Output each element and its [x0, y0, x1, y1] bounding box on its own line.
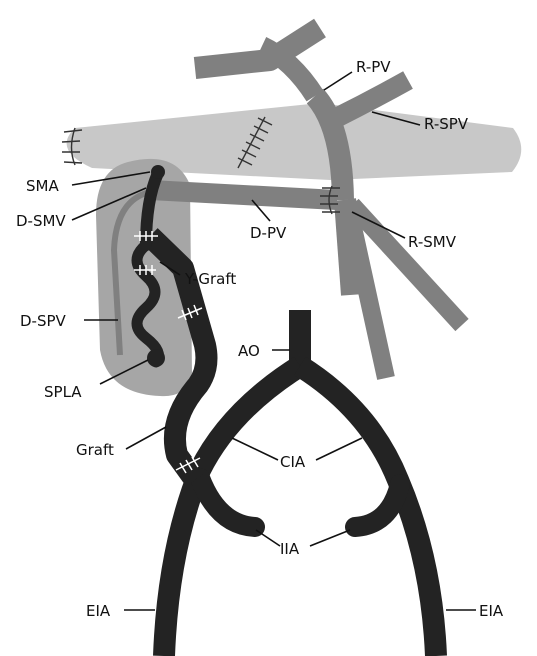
label-d-smv: D-SMV — [16, 212, 66, 230]
label-eia-left: EIA — [86, 602, 111, 620]
label-r-smv: R-SMV — [408, 233, 457, 251]
label-eia-right: EIA — [479, 602, 504, 620]
right-iia-vessel — [355, 484, 400, 527]
label-spla: SPLA — [44, 383, 82, 401]
label-r-spv: R-SPV — [424, 115, 469, 133]
d-pv-vessel — [150, 190, 337, 200]
left-iia-vessel — [200, 478, 255, 527]
leader-cia-left — [232, 438, 278, 460]
leader-iia-right — [310, 530, 350, 546]
label-y-graft: Y-Graft — [184, 270, 236, 288]
r-pv-vessel — [195, 28, 320, 68]
label-d-spv: D-SPV — [20, 312, 67, 330]
leader-iia-left — [256, 530, 280, 546]
leader-rpv — [324, 72, 352, 90]
label-ao: AO — [238, 342, 260, 360]
spla-end — [147, 349, 165, 367]
label-iia: IIA — [280, 540, 300, 558]
sma-end — [151, 165, 165, 179]
label-graft: Graft — [76, 441, 114, 459]
leader-graft — [126, 427, 166, 449]
label-cia: CIA — [280, 453, 306, 471]
label-r-pv: R-PV — [356, 58, 391, 76]
leader-cia-right — [316, 438, 362, 460]
label-d-pv: D-PV — [250, 224, 287, 242]
label-sma: SMA — [26, 177, 59, 195]
right-cia-eia-vessel — [300, 366, 436, 656]
